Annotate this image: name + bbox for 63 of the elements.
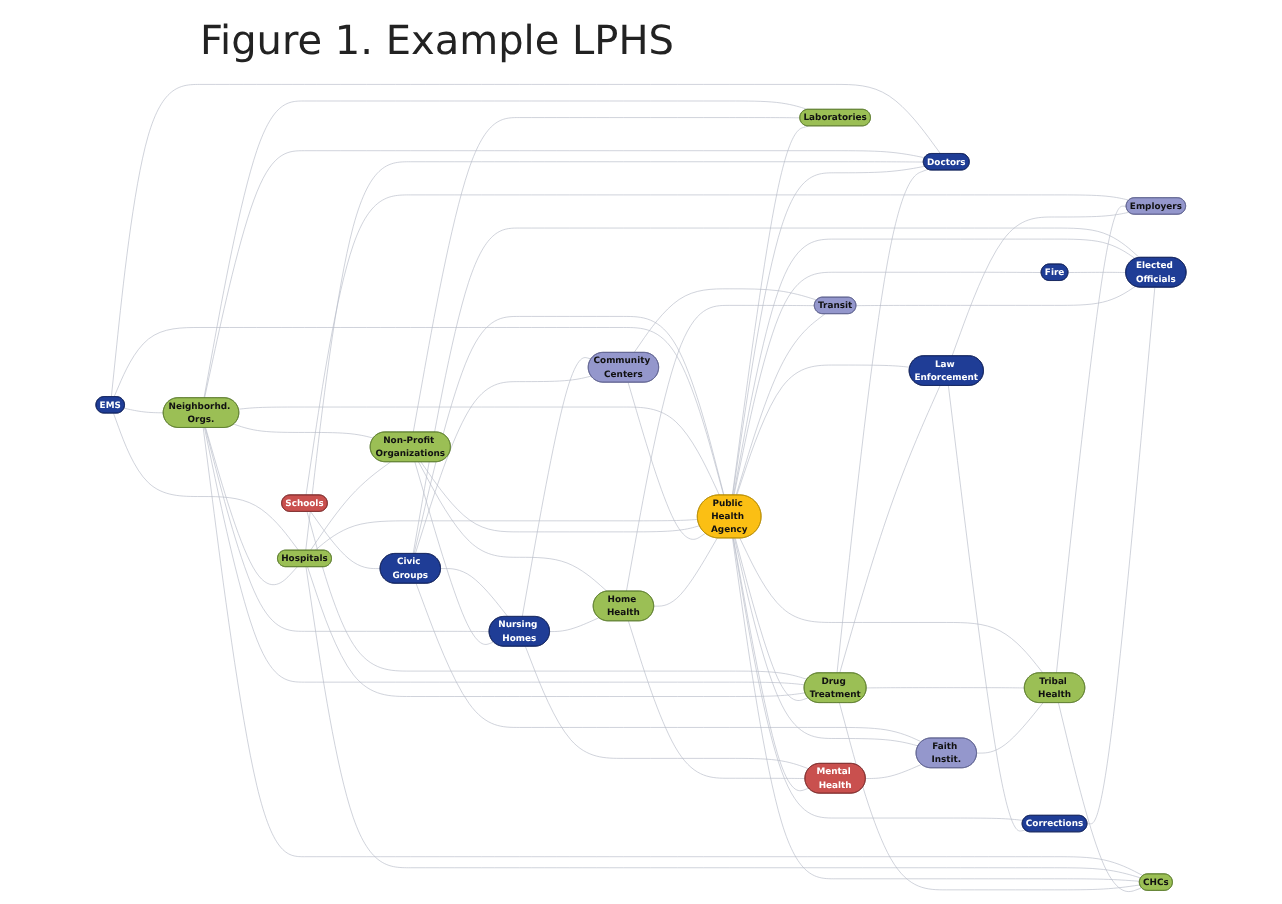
connector: [306, 511, 808, 680]
connector: [865, 764, 922, 779]
figure-title: Figure 1. Example LPHS: [200, 16, 674, 64]
connector: [415, 583, 922, 743]
connector: [735, 313, 826, 496]
connector: [238, 406, 720, 496]
connector: [113, 413, 299, 551]
connector: [420, 461, 700, 533]
connector: [732, 537, 1140, 882]
connector: [310, 511, 381, 569]
connector: [628, 620, 806, 779]
connector: [732, 165, 926, 496]
connector: [123, 407, 164, 414]
connector: [305, 566, 1142, 879]
connector: [204, 150, 926, 399]
connector: [412, 227, 1140, 555]
connector: [305, 194, 1130, 496]
connector: [413, 316, 725, 555]
connector: [866, 687, 1025, 689]
connector: [739, 537, 1044, 674]
connector: [836, 169, 929, 674]
connector: [733, 537, 810, 792]
connector: [549, 617, 600, 632]
connector: [653, 537, 718, 607]
connector: [113, 327, 724, 496]
connector: [415, 375, 592, 555]
connector: [525, 646, 810, 770]
connector: [1058, 702, 1142, 892]
connector: [976, 702, 1044, 754]
connector: [732, 125, 809, 496]
connector: [733, 271, 1042, 496]
connector: [732, 537, 1024, 821]
connector: [314, 519, 699, 551]
connector: [734, 537, 809, 701]
connector: [203, 100, 809, 399]
connector: [839, 385, 941, 674]
connector: [204, 427, 490, 632]
connector: [418, 461, 608, 592]
connector: [951, 211, 1130, 357]
connector: [1086, 287, 1156, 825]
connector: [626, 305, 815, 592]
connector: [1056, 205, 1127, 674]
connector: [111, 84, 941, 398]
connector: [633, 288, 818, 353]
connector: [204, 427, 805, 686]
connector: [414, 461, 494, 645]
connector: [310, 461, 391, 551]
connector: [440, 568, 509, 617]
connector: [733, 238, 1136, 496]
connector: [736, 364, 911, 496]
connector: [734, 537, 919, 747]
connector: [205, 427, 298, 586]
connector: [627, 382, 706, 540]
connector: [1067, 272, 1127, 273]
connector: [233, 423, 374, 439]
connector: [839, 702, 1141, 891]
connector: [202, 427, 1144, 876]
connector: [307, 566, 806, 697]
connector: [948, 385, 1026, 832]
connector: [521, 357, 592, 617]
connector: [855, 286, 1136, 306]
connector: [412, 117, 801, 433]
connector: [305, 161, 924, 551]
